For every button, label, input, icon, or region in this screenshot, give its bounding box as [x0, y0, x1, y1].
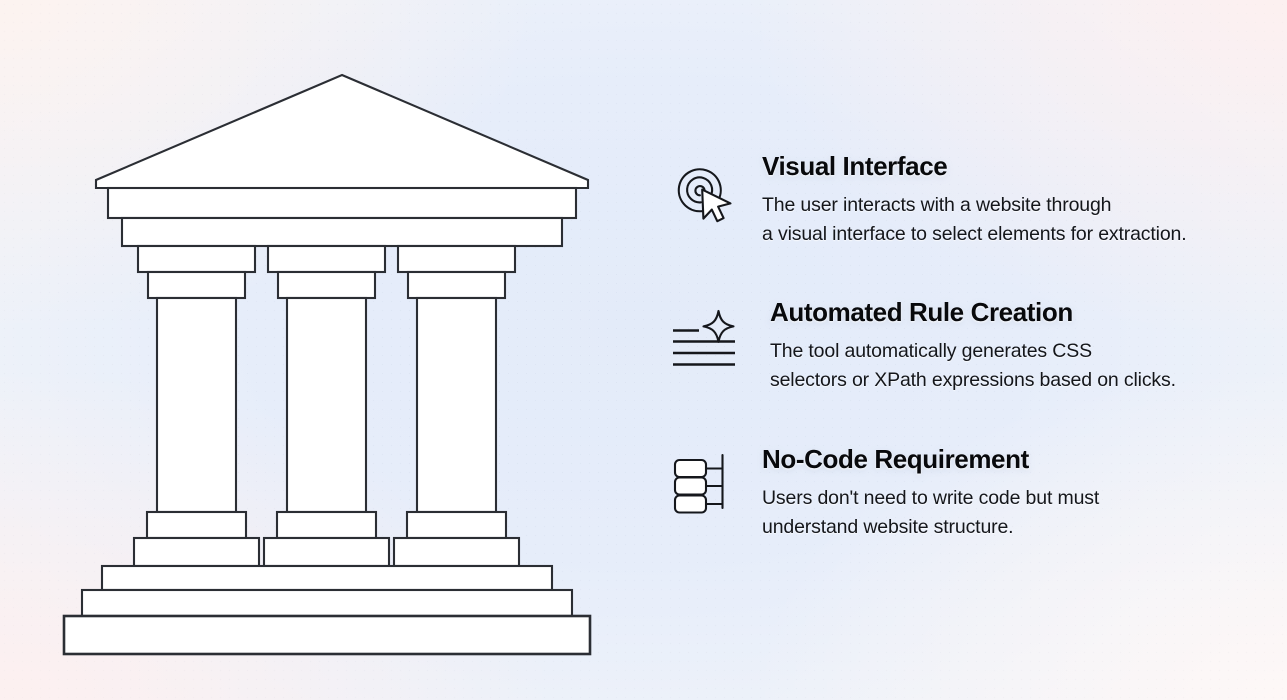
column-1-abacus: [136, 244, 257, 274]
tree-node-3: [673, 494, 708, 514]
sparkle-star: [702, 310, 735, 344]
feature-item-visual-interface: Visual Interface The user interacts with…: [668, 150, 1268, 248]
feature-title: Automated Rule Creation: [770, 297, 1073, 328]
tree-node-2: [673, 476, 708, 496]
temple-architrave-2: [120, 216, 564, 248]
column-2-echinus: [276, 270, 377, 300]
temple-architrave-1: [106, 186, 578, 220]
temple-pediment: [94, 73, 590, 190]
feature-item-automated-rule-creation: Automated Rule Creation The tool automat…: [668, 296, 1268, 394]
feature-text-no-code-requirement: No-Code Requirement Users don't need to …: [762, 443, 1268, 541]
column-2-base-lower: [262, 536, 391, 568]
feature-description: Users don't need to write code but must …: [762, 486, 1100, 538]
temple-illustration: [60, 40, 650, 660]
column-2-shaft: [285, 296, 368, 514]
feature-title: Visual Interface: [762, 151, 948, 181]
temple-step-1: [100, 564, 554, 592]
feature-description: The user interacts with a website throug…: [762, 194, 1187, 245]
column-1-base-lower: [132, 536, 261, 568]
column-2-abacus: [266, 244, 387, 274]
column-1-base-upper: [145, 510, 248, 540]
feature-list: Visual Interface The user interacts with…: [668, 150, 1268, 541]
column-2-base-upper: [275, 510, 378, 540]
feature-item-no-code-requirement: No-Code Requirement Users don't need to …: [668, 443, 1268, 541]
column-3-echinus: [406, 270, 507, 300]
feature-text-automated-rule-creation: Automated Rule Creation The tool automat…: [762, 296, 1268, 394]
tree-node-1: [673, 458, 708, 478]
feature-title: No-Code Requirement: [762, 443, 1029, 474]
feature-description: The tool automatically generates CSS sel…: [770, 340, 1176, 392]
column-3-shaft: [415, 296, 498, 514]
column-3-base-lower: [392, 536, 521, 568]
cursor-click-icon: [668, 150, 740, 230]
temple-step-2: [80, 588, 574, 618]
column-3-base-upper: [405, 510, 508, 540]
column-1-shaft: [155, 296, 238, 514]
column-3-abacus: [396, 244, 517, 274]
column-1-echinus: [146, 270, 247, 300]
temple-svg: [62, 73, 592, 656]
sparkle-rule-lines: [673, 329, 735, 367]
temple-step-3: [62, 614, 592, 656]
sparkle-lines-icon: [668, 296, 740, 376]
hierarchy-tree-icon: [668, 443, 740, 523]
feature-text-visual-interface: Visual Interface The user interacts with…: [762, 150, 1268, 248]
